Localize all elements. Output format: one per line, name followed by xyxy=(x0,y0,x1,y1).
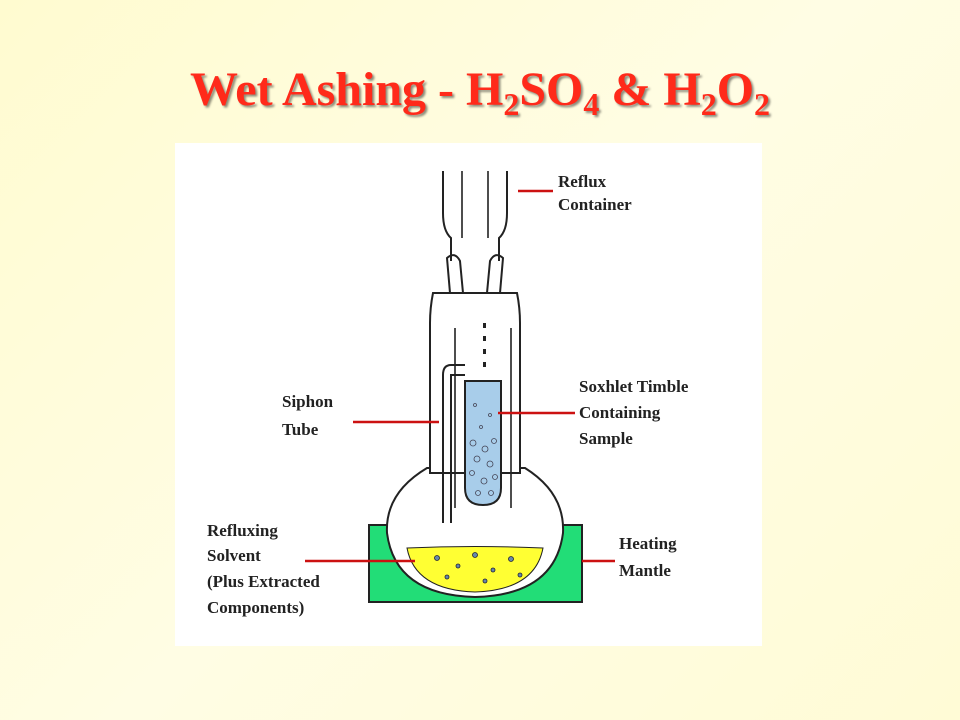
reflux-container-label: Container xyxy=(558,195,632,214)
condensate-drops xyxy=(483,323,486,367)
soxhlet-thimble-label: Soxhlet Timble xyxy=(579,377,689,396)
reflux-container-label: Reflux xyxy=(558,172,607,191)
heating-mantle-label: Heating xyxy=(619,534,677,553)
refluxing-solvent-label: Refluxing xyxy=(207,521,278,540)
leader-lines xyxy=(305,189,615,563)
thimble-sample xyxy=(469,403,498,496)
soxhlet-apparatus-diagram: Reflux Container Siphon Tube Soxhlet Tim… xyxy=(207,171,689,617)
reflux-container xyxy=(442,171,508,261)
heating-mantle-label: Mantle xyxy=(619,561,671,580)
siphon-tube-label: Siphon xyxy=(282,392,334,411)
siphon-tube xyxy=(442,364,465,523)
slide-title: Wet Ashing - H2SO4 & H2O2 xyxy=(189,63,771,122)
soxhlet-diagram-panel: Reflux Container Siphon Tube Soxhlet Tim… xyxy=(175,143,762,646)
refluxing-solvent-label: Components) xyxy=(207,598,304,617)
refluxing-solvent-label: Solvent xyxy=(207,546,261,565)
solvent-bubbles xyxy=(434,552,523,584)
condenser-inner-tube xyxy=(461,171,489,238)
thimble-chamber xyxy=(454,328,512,508)
refluxing-solvent-label: (Plus Extracted xyxy=(207,572,320,591)
soxhlet-thimble-label: Containing xyxy=(579,403,661,422)
siphon-tube-label: Tube xyxy=(282,420,319,439)
ground-glass-joint xyxy=(445,254,505,294)
soxhlet-thimble-label: Sample xyxy=(579,429,633,448)
